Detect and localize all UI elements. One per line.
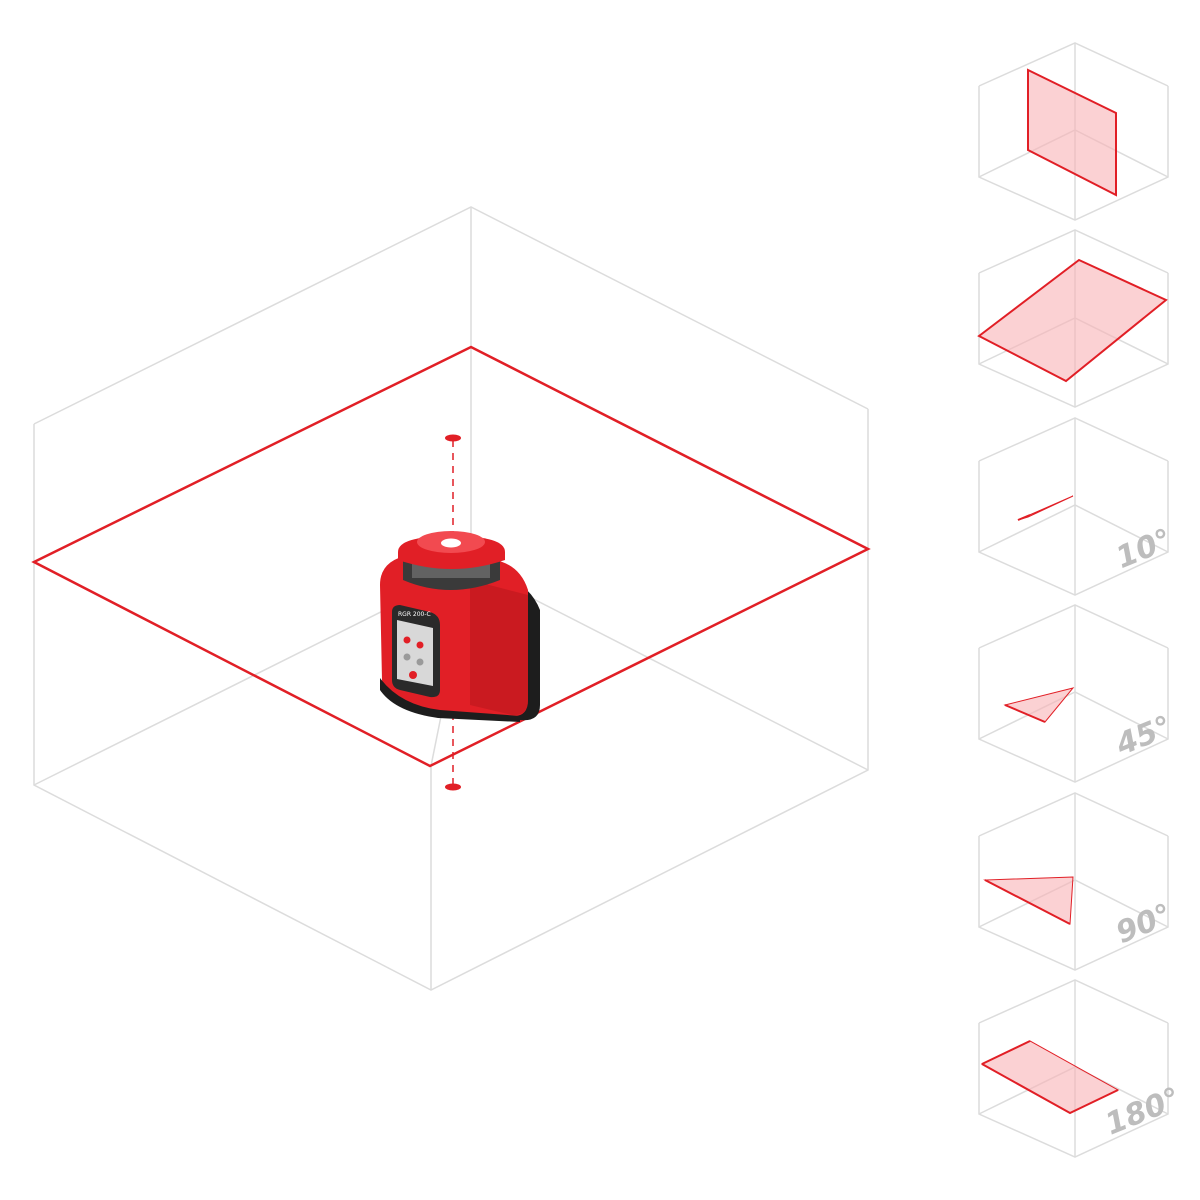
mode-panel-angle-180: 180° <box>978 979 1186 1158</box>
keypad-button-icon <box>416 658 424 666</box>
keypad-button-icon <box>403 653 411 661</box>
mode-label-10: 10° <box>1111 522 1177 576</box>
rotary-laser-level: RGR 200-C <box>380 531 540 722</box>
mode-label-45: 45° <box>1110 709 1177 763</box>
mode-label-90: 90° <box>1111 897 1177 951</box>
mode-panel-angle-90: 90° <box>978 792 1177 971</box>
plumb-dot-top <box>445 434 461 442</box>
keypad-button-icon <box>403 636 411 644</box>
mode-panel-horizontal <box>977 229 1169 408</box>
plumb-dot-bottom <box>445 783 461 791</box>
mode-panel-angle-10: 10° <box>978 417 1177 596</box>
horizontal-laser-plane <box>31 345 871 768</box>
device-model-label: RGR 200-C <box>398 611 431 618</box>
mode-panel-vertical <box>978 42 1169 221</box>
keypad-button-icon <box>416 641 424 649</box>
keypad-button-icon <box>409 671 417 679</box>
mode-panel-angle-45: 45° <box>978 604 1177 783</box>
